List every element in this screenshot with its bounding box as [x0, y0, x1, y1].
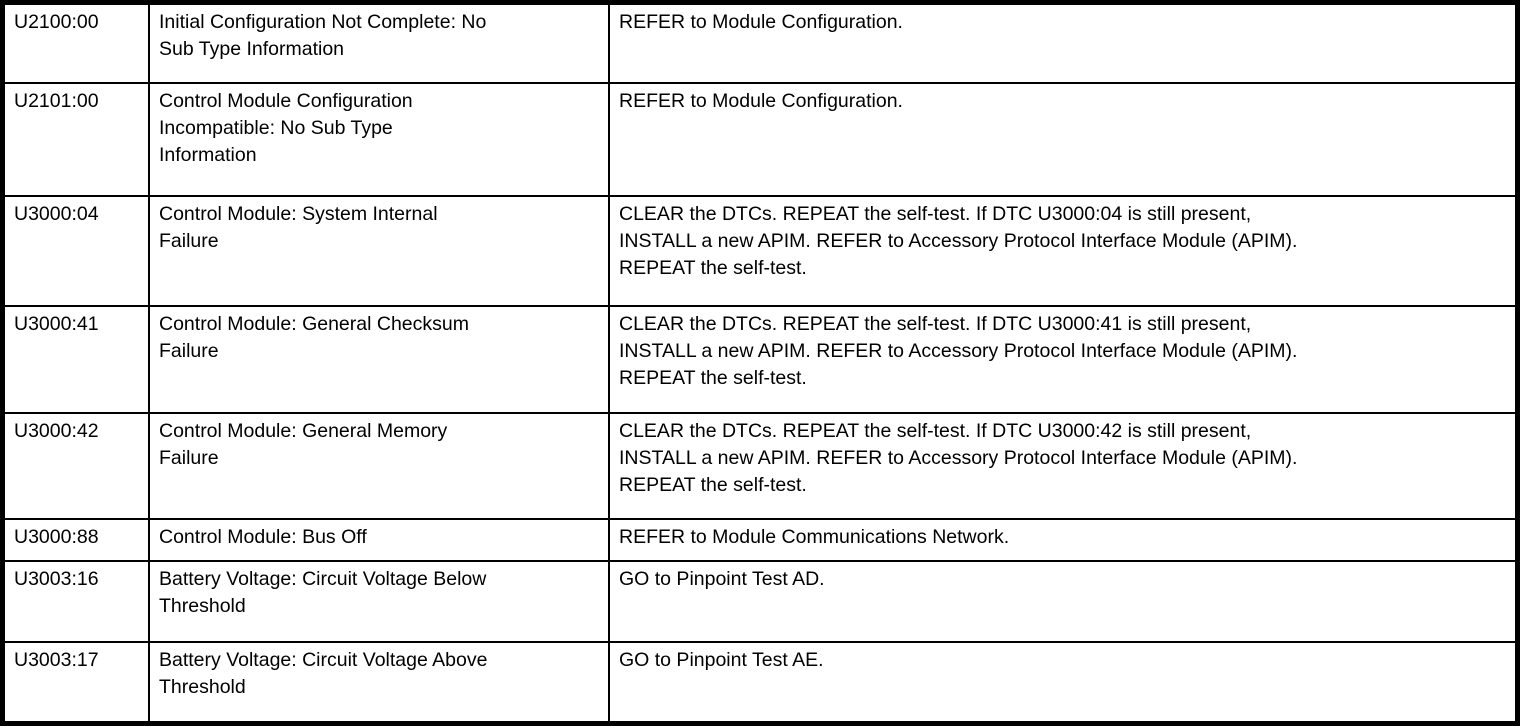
- dtc-action-cell: CLEAR the DTCs. REPEAT the self-test. If…: [608, 194, 1519, 307]
- dtc-action-cell: REFER to Module Communications Network.: [608, 518, 1519, 563]
- dtc-action-cell: GO to Pinpoint Test AD.: [608, 560, 1519, 643]
- table-row: U2101:00 Control Module Configuration In…: [1, 82, 1519, 197]
- dtc-code-cell: U3000:88: [1, 518, 150, 563]
- dtc-description-cell: Control Module: General Memory Failure: [148, 412, 610, 521]
- dtc-description-cell: Control Module: Bus Off: [148, 518, 610, 563]
- dtc-description-cell: Control Module Configuration Incompatibl…: [148, 82, 610, 197]
- dtc-code-cell: U2101:00: [1, 82, 150, 197]
- table-row: U3000:41 Control Module: General Checksu…: [1, 304, 1519, 415]
- dtc-action-cell: REFER to Module Configuration.: [608, 82, 1519, 197]
- dtc-action-cell: GO to Pinpoint Test AE.: [608, 640, 1519, 725]
- table-row: U2100:00 Initial Configuration Not Compl…: [1, 1, 1519, 85]
- dtc-code-cell: U3000:42: [1, 412, 150, 521]
- dtc-description-cell: Battery Voltage: Circuit Voltage Below T…: [148, 560, 610, 643]
- dtc-action-cell: CLEAR the DTCs. REPEAT the self-test. If…: [608, 412, 1519, 521]
- dtc-description-cell: Control Module: System Internal Failure: [148, 194, 610, 307]
- dtc-description-cell: Control Module: General Checksum Failure: [148, 304, 610, 415]
- dtc-description-cell: Battery Voltage: Circuit Voltage Above T…: [148, 640, 610, 725]
- dtc-code-cell: U2100:00: [1, 1, 150, 85]
- table-row: U3000:04 Control Module: System Internal…: [1, 194, 1519, 307]
- table-row: U3003:17 Battery Voltage: Circuit Voltag…: [1, 640, 1519, 725]
- dtc-action-cell: REFER to Module Configuration.: [608, 1, 1519, 85]
- dtc-action-cell: CLEAR the DTCs. REPEAT the self-test. If…: [608, 304, 1519, 415]
- table-row: U3000:42 Control Module: General Memory …: [1, 412, 1519, 521]
- table-row: U3000:88 Control Module: Bus Off REFER t…: [1, 518, 1519, 563]
- dtc-description-cell: Initial Configuration Not Complete: No S…: [148, 1, 610, 85]
- dtc-code-cell: U3000:04: [1, 194, 150, 307]
- dtc-code-cell: U3003:16: [1, 560, 150, 643]
- table-row: U3003:16 Battery Voltage: Circuit Voltag…: [1, 560, 1519, 643]
- dtc-code-cell: U3003:17: [1, 640, 150, 725]
- dtc-code-cell: U3000:41: [1, 304, 150, 415]
